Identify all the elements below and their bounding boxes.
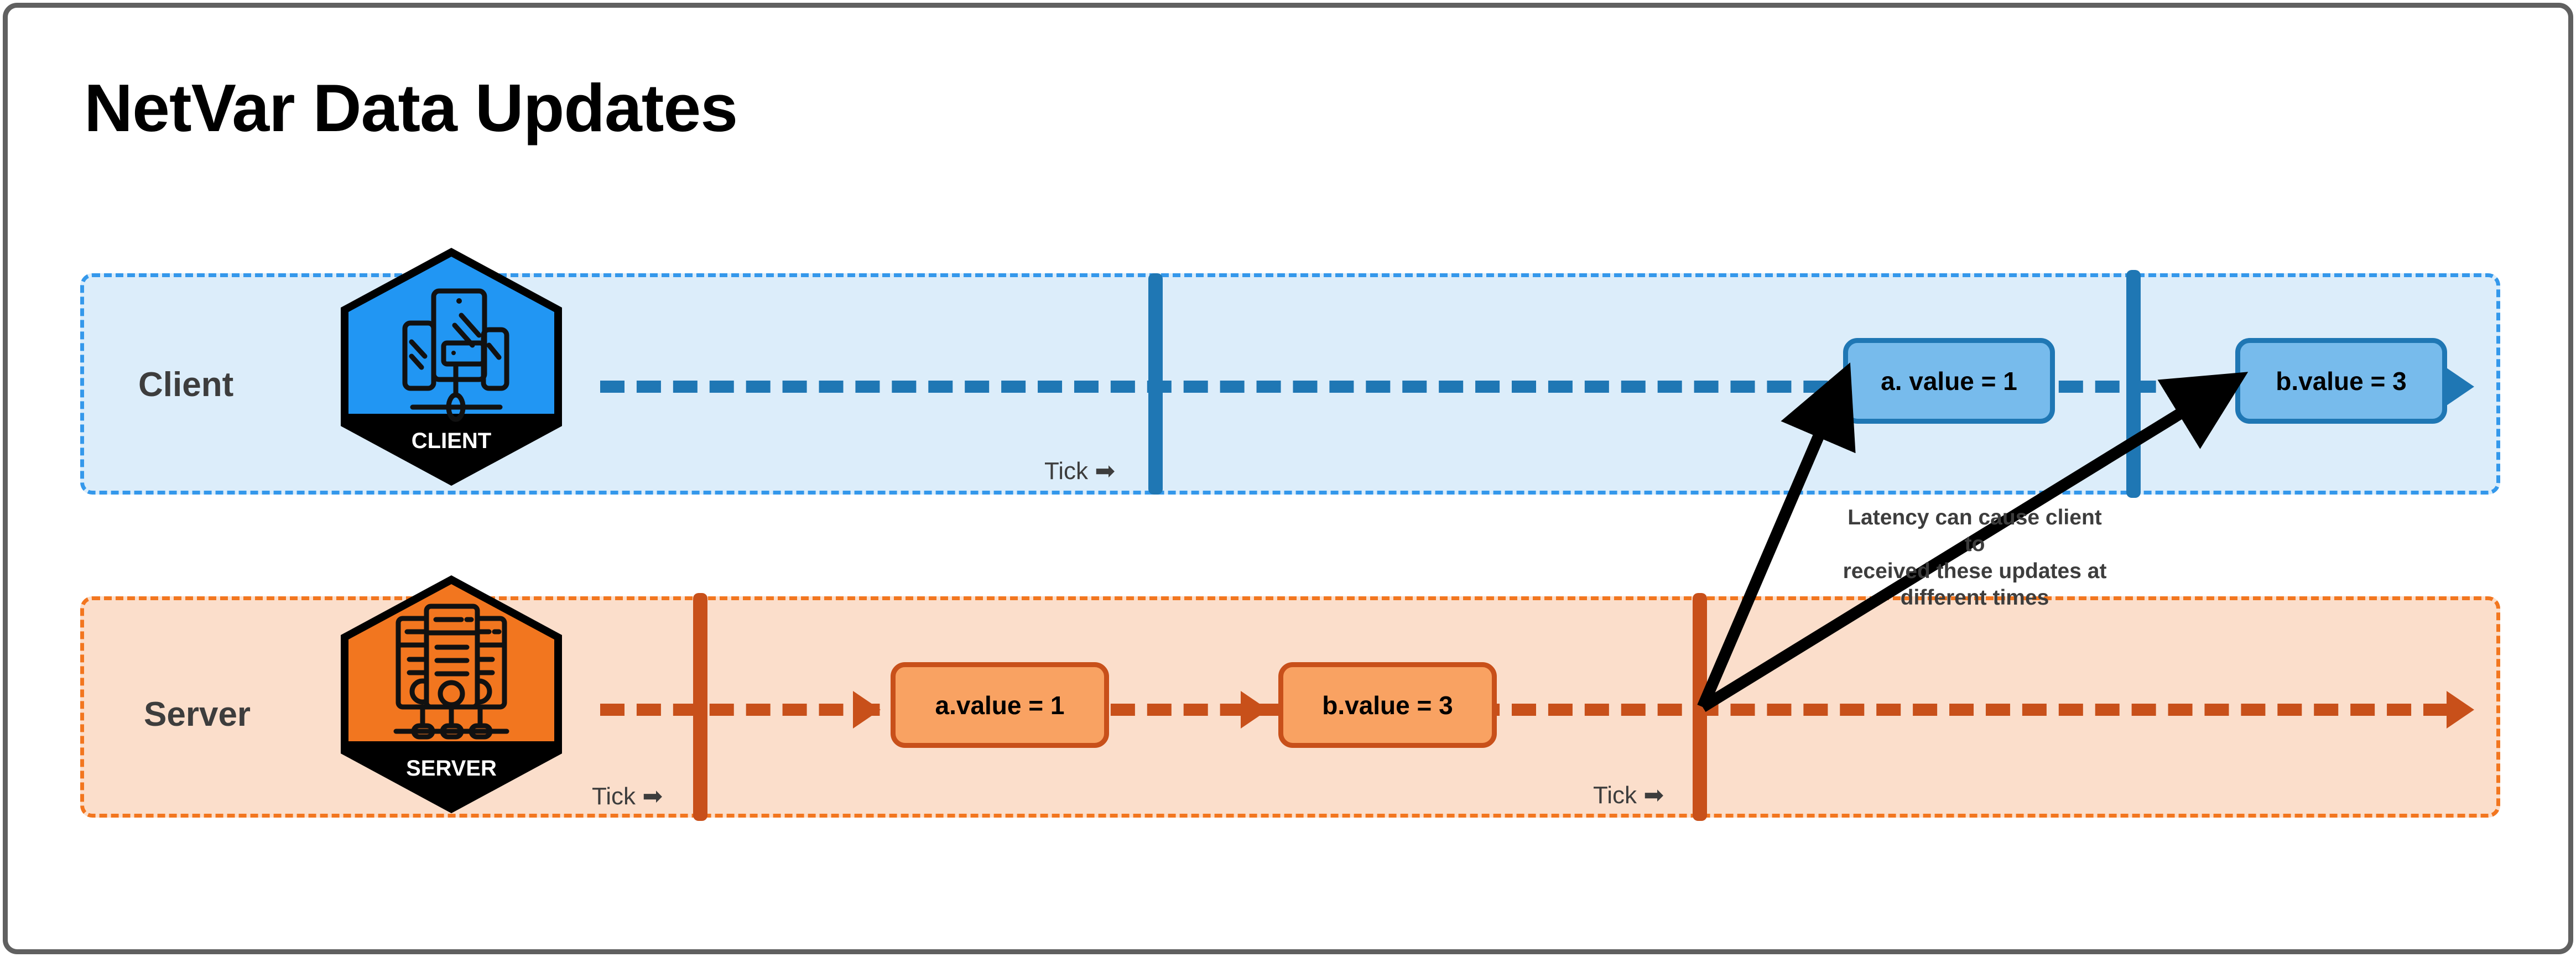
- server-tick-label-2: Tick ➡: [1593, 781, 1664, 809]
- client-badge-label: CLIENT: [412, 429, 491, 453]
- client-tick-marker-1[interactable]: [1148, 273, 1163, 495]
- client-value-box-a[interactable]: a. value = 1: [1843, 338, 2055, 424]
- server-timeline-arrowhead: [2447, 691, 2474, 729]
- server-tick-arrow-icon-2: ➡: [1643, 782, 1664, 809]
- server-value-box-b[interactable]: b.value = 3: [1278, 662, 1497, 748]
- server-arrowhead-into-a: [853, 691, 881, 729]
- client-timeline-arrowhead: [2447, 368, 2474, 405]
- client-value-box-b[interactable]: b.value = 3: [2235, 338, 2447, 424]
- server-tick-arrow-icon-1: ➡: [642, 783, 663, 810]
- client-tick-label-1-text: Tick: [1044, 457, 1089, 485]
- server-lane-label: Server: [144, 695, 251, 734]
- client-badge: CLIENT: [341, 248, 562, 486]
- server-tick-label-1-text: Tick: [592, 783, 636, 810]
- latency-annotation: Latency can cause client to received the…: [1842, 504, 2107, 611]
- server-racks-icon: [393, 604, 509, 740]
- client-timeline-dash: [600, 381, 2448, 393]
- page-title: NetVar Data Updates: [84, 70, 738, 145]
- server-value-box-a[interactable]: a.value = 1: [891, 662, 1109, 748]
- client-tick-label-1: Tick ➡: [1044, 457, 1115, 485]
- client-lane-label: Client: [138, 366, 234, 404]
- client-devices-icon: [402, 288, 509, 422]
- server-arrowhead-into-b: [1241, 691, 1268, 729]
- latency-annotation-line-3: different times: [1900, 586, 2049, 610]
- server-tick-label-2-text: Tick: [1593, 782, 1637, 809]
- latency-annotation-line-2: received these updates at: [1843, 559, 2107, 583]
- server-badge-label: SERVER: [406, 756, 497, 781]
- server-tick-marker-2[interactable]: [1693, 593, 1707, 821]
- client-tick-marker-2[interactable]: [2126, 270, 2141, 498]
- client-tick-arrow-icon-1: ➡: [1095, 457, 1116, 485]
- server-badge: SERVER: [341, 575, 562, 813]
- server-tick-marker-1[interactable]: [693, 593, 707, 821]
- latency-annotation-line-1: Latency can cause client to: [1848, 506, 2102, 556]
- server-tick-label-1: Tick ➡: [592, 782, 663, 810]
